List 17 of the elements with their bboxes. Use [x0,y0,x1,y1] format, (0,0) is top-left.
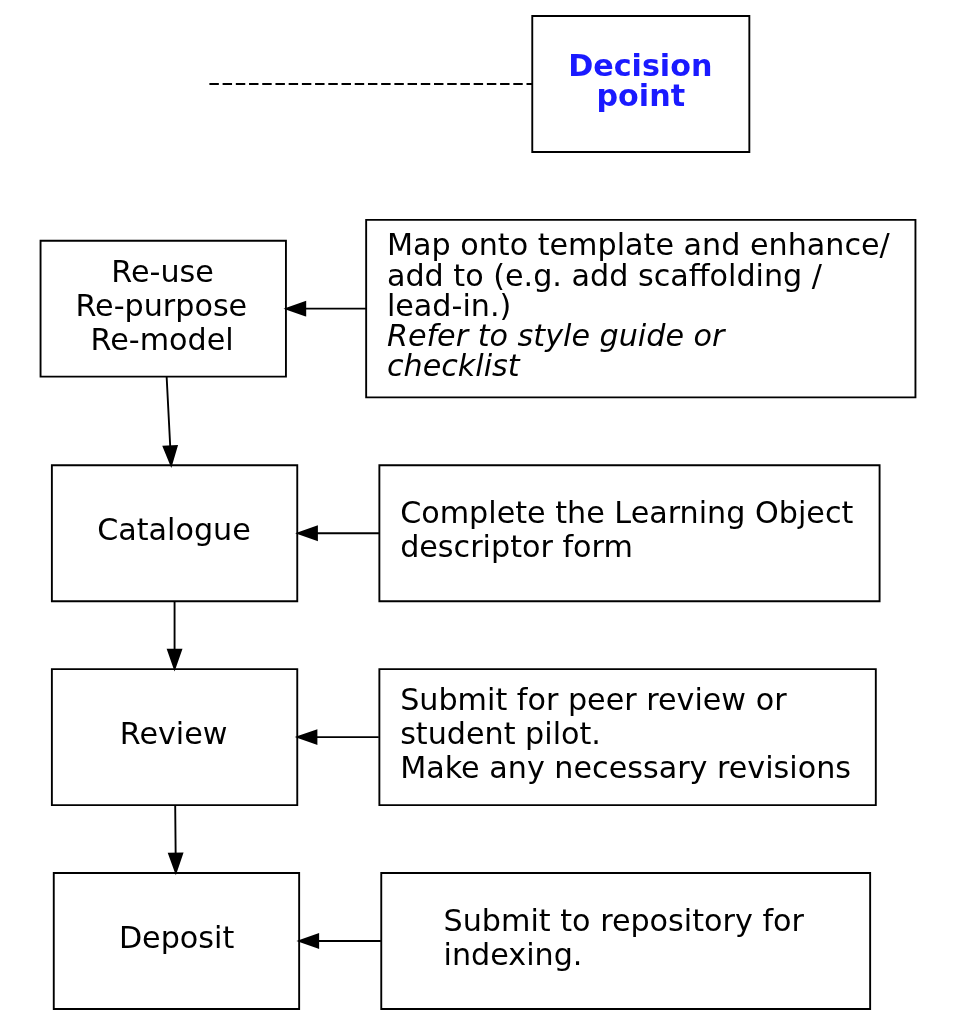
arrow [296,933,382,949]
node-box: Complete the Learning Object descriptor form [378,464,881,603]
node-box: Deposit [52,872,301,1010]
connector [208,83,534,85]
node-box: Decision point [531,15,751,153]
arrow [167,804,184,876]
arrow [283,300,367,317]
node-box: Submit to repository for indexing. [380,872,872,1010]
arrow [295,525,380,542]
arrow [162,375,179,468]
node-box: Re-use Re-purpose Re-model [39,239,287,378]
node-box: Review [50,668,299,807]
node-box: Catalogue [50,464,299,603]
node-box: Submit for peer review or student pilot. Make any necessary revisions [378,668,877,807]
node-box: Map onto template and enhance/ add to (e.g. add scaffolding / lead-in.) Refer to style guide or checklist [365,218,917,399]
arrow [166,600,183,672]
arrow [294,729,380,746]
